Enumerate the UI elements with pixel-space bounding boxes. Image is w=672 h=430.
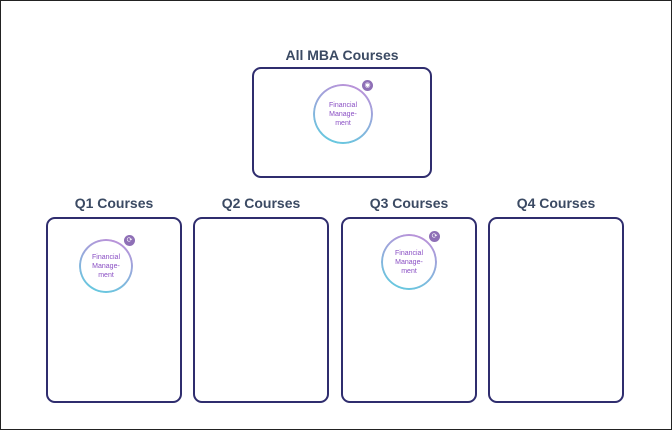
q3-dropzone[interactable]: Financial Manage- ment ⟳: [341, 217, 477, 403]
course-node-financial-management[interactable]: Financial Manage- ment: [79, 239, 133, 293]
course-node-financial-management[interactable]: Financial Manage- ment: [381, 234, 437, 290]
q1-title: Q1 Courses: [74, 195, 154, 211]
course-label: Financial Manage- ment: [328, 101, 357, 127]
q4-dropzone[interactable]: [488, 217, 624, 403]
refresh-icon[interactable]: ⟳: [124, 235, 135, 246]
all-courses-dropzone[interactable]: Financial Manage- ment ◉: [252, 67, 432, 178]
course-label: Financial Manage- ment: [394, 249, 423, 275]
all-courses-title: All MBA Courses: [285, 47, 399, 63]
q4-title: Q4 Courses: [516, 195, 596, 211]
target-icon[interactable]: ◉: [362, 80, 373, 91]
q2-title: Q2 Courses: [221, 195, 301, 211]
refresh-icon[interactable]: ⟳: [429, 231, 440, 242]
course-node-financial-management[interactable]: Financial Manage- ment: [313, 84, 373, 144]
q2-dropzone[interactable]: [193, 217, 329, 403]
course-label: Financial Manage- ment: [91, 253, 120, 279]
q3-title: Q3 Courses: [369, 195, 449, 211]
q1-dropzone[interactable]: Financial Manage- ment ⟳: [46, 217, 182, 403]
